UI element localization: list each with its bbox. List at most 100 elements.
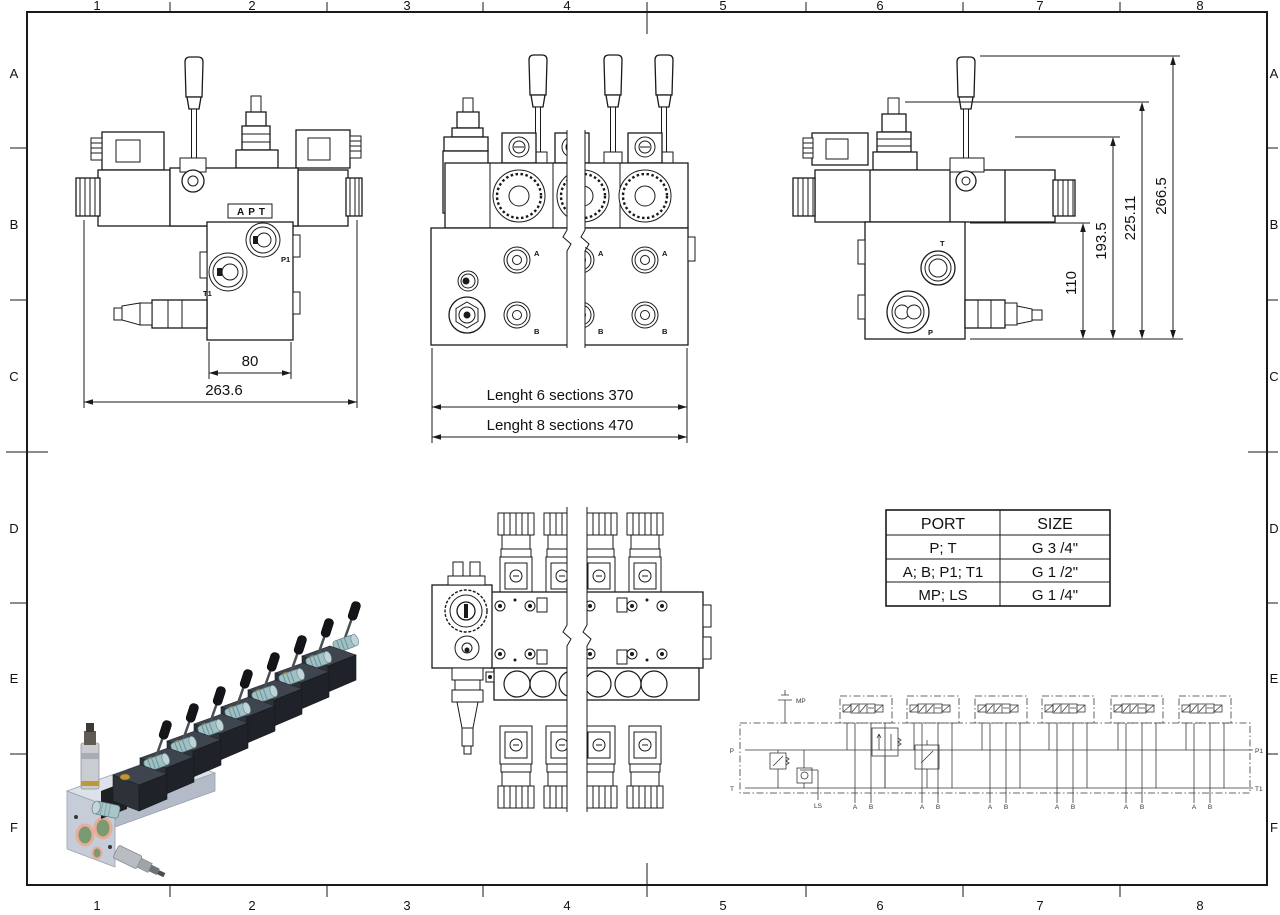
port-a: [503, 246, 531, 274]
band-bolts: [494, 598, 668, 662]
port-size-table: PORT SIZE P; T G 3 /4" A; B; P1; T1 G 1 …: [885, 509, 1111, 607]
solenoid-top: [626, 512, 664, 596]
dimension-length-8: Lenght 8 sections 470: [432, 417, 687, 440]
apt-tag: APT: [237, 207, 269, 218]
row-label: F: [10, 820, 18, 835]
port-a-label: A: [662, 249, 668, 258]
break-lines: [562, 129, 590, 349]
dimension-263-6: 263.6: [83, 220, 358, 408]
dim-225-11-text: 225.11: [1122, 196, 1139, 241]
port-t-label: T: [940, 239, 945, 248]
lever-handle: [184, 56, 204, 171]
table-cell: MP; LS: [918, 587, 967, 604]
solenoid-bottom: [497, 725, 535, 809]
schematic-port-mp-label: MP: [796, 698, 806, 705]
schematic-port-t-label: T: [730, 786, 734, 793]
port-b: [503, 301, 531, 329]
row-label: D: [1269, 521, 1278, 536]
row-label: B: [1270, 217, 1279, 232]
port-b-label: B: [662, 327, 668, 336]
hydraulic-schematic: MP P T LS P1 T1: [730, 690, 1263, 812]
row-label: C: [9, 369, 18, 384]
break-lines: [562, 506, 592, 812]
view-side-right: T P 110 193.5 225.11: [792, 55, 1183, 340]
col-label: 5: [719, 0, 726, 13]
sheet-border: 1 2 3 4 5 6 7 8 1 2 3 4 5 6 7 8 A B C D …: [6, 0, 1279, 913]
dim-266-5-text: 266.5: [1153, 177, 1170, 215]
row-label: E: [1270, 671, 1279, 686]
table-cell: A; B; P1; T1: [903, 564, 984, 581]
dimension-110: 110: [970, 222, 1183, 340]
port-b-label: B: [534, 327, 540, 336]
row-label: B: [10, 217, 19, 232]
relief-valve-3d: [113, 845, 166, 878]
solenoid-top: [497, 512, 535, 596]
table-header-size: SIZE: [1037, 516, 1073, 533]
col-label: 8: [1196, 898, 1203, 913]
solenoid-bottom: [626, 725, 664, 809]
schematic-valve-section: [1178, 695, 1232, 812]
table-cell: G 1 /4": [1032, 587, 1078, 604]
lever-handle: [603, 54, 623, 169]
dimension-225-11: 225.11: [905, 101, 1149, 339]
dim-length8-text: Lenght 8 sections 470: [487, 417, 634, 434]
dimension-80: 80: [208, 342, 292, 379]
table-cell: P; T: [929, 540, 956, 557]
table-header-port: PORT: [921, 516, 965, 533]
col-label: 4: [563, 898, 570, 913]
schematic-valve-section: [1041, 695, 1095, 812]
dimension-193-5: 193.5: [1015, 136, 1120, 339]
col-label: 2: [248, 0, 255, 13]
col-label: 5: [719, 898, 726, 913]
schematic-port-p1-label: P1: [1255, 748, 1263, 755]
schematic-port-p-label: P: [730, 748, 734, 755]
schematic-valve-section: [974, 695, 1028, 812]
col-label: 2: [248, 898, 255, 913]
row-label: E: [10, 671, 19, 686]
row-label: F: [1270, 820, 1278, 835]
dimension-length-6: Lenght 6 sections 370: [431, 348, 688, 443]
col-label: 3: [403, 0, 410, 13]
row-label: A: [1270, 66, 1279, 81]
port-p-label: P: [928, 328, 933, 337]
grid-row-labels-right: A B C D E F: [1269, 66, 1278, 835]
view-front: A A A B B B Lenght 6 sections 370: [430, 54, 696, 443]
dimension-266-5: 266.5: [980, 55, 1180, 339]
dim-80-text: 80: [242, 353, 259, 370]
port-a-label: A: [534, 249, 540, 258]
row-label: D: [9, 521, 18, 536]
dim-110-text: 110: [1063, 271, 1080, 295]
schematic-port-t1-label: T1: [1255, 786, 1263, 793]
col-label: 1: [93, 898, 100, 913]
col-label: 4: [563, 0, 570, 13]
view-side-left: APT P1 T1 80 263.6: [75, 56, 363, 408]
col-label: 7: [1036, 0, 1043, 13]
col-label: 6: [876, 898, 883, 913]
row-label: C: [1269, 369, 1278, 384]
grid-column-labels-bottom: 1 2 3 4 5 6 7 8: [93, 898, 1203, 913]
lever-handle: [956, 56, 976, 171]
port-b: [631, 301, 659, 329]
schematic-valve-section: [1110, 695, 1164, 812]
dim-193-5-text: 193.5: [1093, 222, 1110, 260]
port-t1-label: T1: [203, 289, 212, 298]
dim-length6-text: Lenght 6 sections 370: [487, 387, 634, 404]
render-3d: [65, 599, 363, 878]
col-label: 7: [1036, 898, 1043, 913]
col-label: 8: [1196, 0, 1203, 13]
dim-263-6-text: 263.6: [205, 382, 243, 399]
port-a-label: A: [598, 249, 604, 258]
port-b-label: B: [598, 327, 604, 336]
apt-tag-box: [227, 203, 273, 219]
schematic-valve-section: [839, 695, 893, 812]
grid-row-labels-left: A B C D E F: [9, 66, 18, 835]
view-top: [431, 506, 712, 812]
col-label: 6: [876, 0, 883, 13]
table-cell: G 1 /2": [1032, 564, 1078, 581]
col-label: 1: [93, 0, 100, 13]
port-a: [631, 246, 659, 274]
port-p1-label: P1: [281, 255, 290, 264]
col-label: 3: [403, 898, 410, 913]
